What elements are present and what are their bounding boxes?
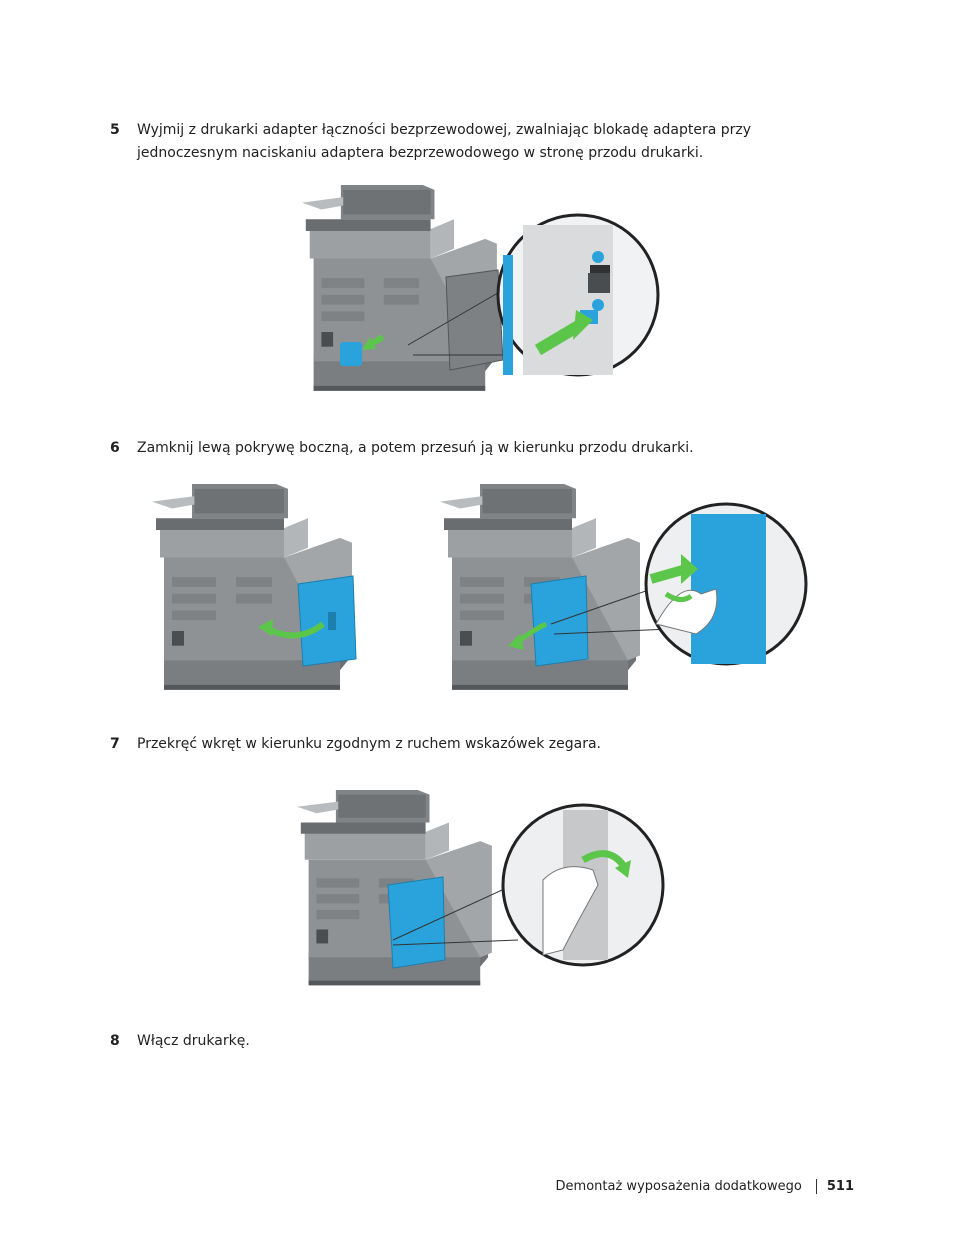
step-number: 5 bbox=[110, 122, 120, 138]
page-footer: Demontaż wyposażenia dodatkowego 511 bbox=[556, 1179, 854, 1194]
step-number: 6 bbox=[110, 440, 120, 456]
section-title: Demontaż wyposażenia dodatkowego bbox=[555, 1179, 802, 1194]
figure-slide-cover-forward bbox=[440, 484, 808, 690]
wireless-adapter bbox=[340, 342, 362, 366]
figure-close-left-cover bbox=[152, 484, 357, 690]
step-text: Włącz drukarkę. bbox=[137, 1033, 250, 1049]
figure-turn-screw bbox=[296, 790, 665, 986]
page-number: 511 bbox=[826, 1179, 854, 1194]
step-text: Zamknij lewą pokrywę boczną, a potem prz… bbox=[137, 440, 694, 456]
step-text: Wyjmij z drukarki adapter łączności bezp… bbox=[137, 122, 752, 161]
side-cover bbox=[297, 575, 357, 667]
step-text: Przekręć wkręt w kierunku zgodnym z ruch… bbox=[137, 736, 601, 752]
footer-separator bbox=[815, 1179, 817, 1194]
step-number: 8 bbox=[110, 1033, 120, 1049]
figure-remove-wireless-adapter bbox=[301, 185, 660, 391]
step-number: 7 bbox=[110, 736, 120, 752]
